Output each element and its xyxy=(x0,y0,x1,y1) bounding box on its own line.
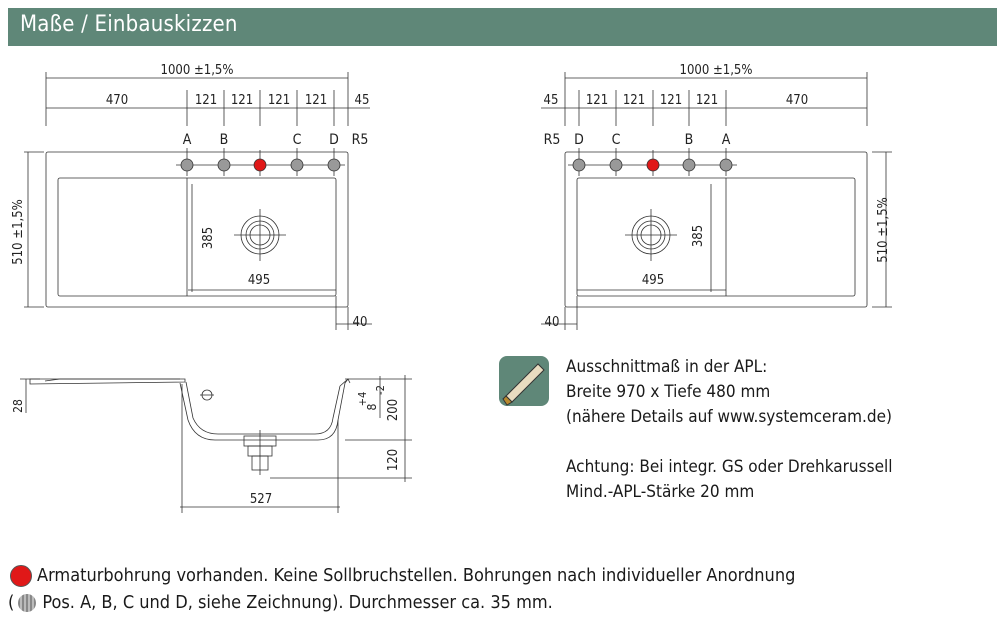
edge-label: 40 xyxy=(353,315,368,330)
position-letter: C xyxy=(293,132,302,148)
position-letter: C xyxy=(612,132,621,148)
red-dot-icon xyxy=(10,564,32,587)
legend: Armaturbohrung vorhanden. Keine Sollbruc… xyxy=(8,562,795,616)
position-letter: A xyxy=(183,132,192,148)
depth-label: 510 ±1,5% xyxy=(11,199,26,265)
segment-label: 45 xyxy=(355,93,370,108)
section-view: 200 120 +4 8 -2 28 527 xyxy=(11,375,412,513)
height-label: 200 xyxy=(386,399,401,421)
section-header: Maße / Einbauskizzen xyxy=(8,8,997,46)
optional-hole-icon xyxy=(180,158,194,172)
warning-info: Achtung: Bei integr. GS oder Drehkarusse… xyxy=(566,455,892,505)
position-letter: D xyxy=(574,132,584,148)
position-letter: B xyxy=(685,132,694,148)
legend-line: Armaturbohrung vorhanden. Keine Sollbruc… xyxy=(37,565,796,586)
optional-hole-icon xyxy=(217,158,231,172)
bowl-width-label: 495 xyxy=(248,273,270,288)
segment-label: 45 xyxy=(544,93,559,108)
position-letter: B xyxy=(220,132,229,148)
overall-width-label: 1000 ±1,5% xyxy=(680,63,753,78)
edge-label: 40 xyxy=(545,315,560,330)
rim-label: 28 xyxy=(11,399,25,413)
info-line: Mind.-APL-Stärke 20 mm xyxy=(566,482,755,502)
segment-label: 121 xyxy=(231,93,253,108)
bowl-width-label: 495 xyxy=(642,273,664,288)
plan-view-left: 1000 ±1,5% 470 121 121 121 121 45 A B C … xyxy=(11,63,372,330)
tolerance-upper: +4 xyxy=(356,392,369,407)
drain-label: 120 xyxy=(386,449,401,471)
info-line: Achtung: Bei integr. GS oder Drehkarusse… xyxy=(566,457,893,477)
segment-label: 470 xyxy=(786,93,808,108)
segment-label: 470 xyxy=(106,93,128,108)
segment-label: 121 xyxy=(660,93,682,108)
segment-label: 121 xyxy=(305,93,327,108)
bowl-depth-label: 385 xyxy=(691,225,706,247)
segment-label: 121 xyxy=(623,93,645,108)
radius-label: R5 xyxy=(544,132,561,148)
legend-paren: ( xyxy=(8,592,15,613)
segment-label: 121 xyxy=(586,93,608,108)
optional-hole-icon xyxy=(609,158,623,172)
optional-hole-icon xyxy=(682,158,696,172)
depth-label: 510 ±1,5% xyxy=(876,197,891,263)
info-line: (nähere Details auf www.systemceram.de) xyxy=(566,407,892,427)
optional-hole-icon xyxy=(327,158,341,172)
optional-hole-icon xyxy=(290,158,304,172)
segment-label: 121 xyxy=(268,93,290,108)
optional-hole-icon xyxy=(719,158,733,172)
section-title: Maße / Einbauskizzen xyxy=(20,12,238,37)
segment-label: 121 xyxy=(195,93,217,108)
saw-icon xyxy=(499,356,549,406)
segment-label: 121 xyxy=(696,93,718,108)
tolerance-lower: -2 xyxy=(374,385,387,395)
plan-view-right: 1000 ±1,5% 45 121 121 121 121 470 R5 D C… xyxy=(541,63,892,330)
position-letter: A xyxy=(722,132,731,148)
grey-dot-icon xyxy=(18,593,37,612)
radius-label: R5 xyxy=(352,132,369,148)
info-line: Breite 970 x Tiefe 480 mm xyxy=(566,382,771,402)
active-hole-icon xyxy=(253,158,267,172)
overall-width-label: 1000 ±1,5% xyxy=(161,63,234,78)
active-hole-icon xyxy=(646,158,660,172)
bowl-depth-label: 385 xyxy=(201,227,216,249)
optional-hole-icon xyxy=(572,158,586,172)
legend-line: Pos. A, B, C und D, siehe Zeichnung). Du… xyxy=(42,592,553,613)
width-label: 527 xyxy=(250,492,272,507)
cutout-info: Ausschnittmaß in der APL: Breite 970 x T… xyxy=(566,355,892,430)
position-letter: D xyxy=(329,132,339,148)
tolerance-base: 8 xyxy=(365,403,379,410)
info-line: Ausschnittmaß in der APL: xyxy=(566,357,768,377)
